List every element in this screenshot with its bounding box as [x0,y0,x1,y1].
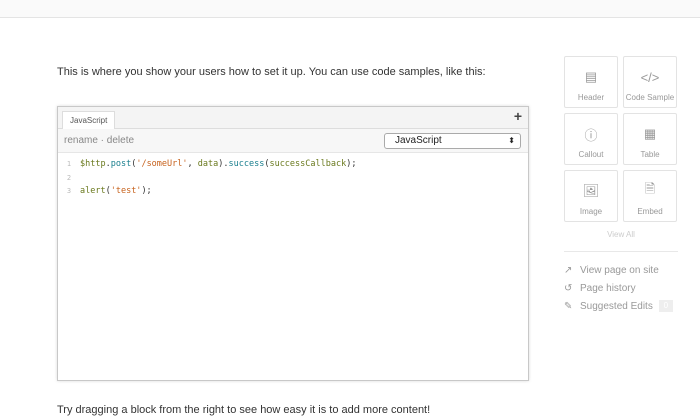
code-token: '/someUrl' [136,159,188,169]
select-arrows-icon: ⬍ [508,136,515,145]
link-label: Suggested Edits [580,300,653,312]
delete-link[interactable]: delete [106,135,135,146]
line-number: 3 [66,187,72,195]
code-token: ). [218,159,229,169]
code-token: ( [264,159,270,169]
tile-label: Image [579,207,603,216]
block-tile-embed[interactable]: 🗎 Embed [623,170,677,222]
line-number: 2 [66,173,72,182]
code-token: ); [141,186,152,196]
tile-label: Table [640,150,660,159]
code-token: $http [80,159,106,169]
block-tile-table[interactable]: ▦ Table [623,113,677,165]
tile-label: Header [577,93,605,102]
link-suggested-edits[interactable]: ✎ Suggested Edits 0 [564,297,678,315]
link-view-page-on-site[interactable]: ↗ View page on site [564,261,678,279]
tile-label: Code Sample [625,93,675,102]
language-select-value: JavaScript [395,135,442,146]
code-token: success [228,159,265,169]
add-tab-icon[interactable]: + [513,108,522,124]
code-line: 1$http.post('/someUrl', data).success(su… [58,158,528,172]
tab-javascript[interactable]: JavaScript [62,111,116,129]
block-tile-image[interactable]: 🖼 Image [564,170,618,222]
code-token: successCallback [269,159,347,169]
code-text: alert('test'); [80,185,152,199]
link-label: View page on site [580,264,659,276]
tile-label: Embed [637,207,663,216]
count-badge: 0 [658,300,673,312]
divider [564,251,678,252]
code-line: 3 alert('test'); [58,185,528,199]
code-token: alert [80,186,106,196]
separator: · [97,135,107,146]
tile-label: Callout [578,150,604,159]
view-all-link[interactable]: View All [607,230,635,239]
code-token: post [110,159,132,169]
table-icon: ▦ [643,126,657,141]
block-tile-code-sample[interactable]: </> Code Sample [623,56,677,108]
embed-icon: 🗎 [644,181,656,196]
callout-icon: ⓘ [584,127,598,143]
tab-options: rename · delete JavaScript ⬍ [58,129,528,153]
edit-icon: ✎ [564,300,573,312]
code-token: , [187,159,198,169]
code-line: 2 [58,172,528,186]
code-token: ( [105,186,111,196]
rename-link[interactable]: rename [64,135,98,146]
code-token: ); [346,159,357,169]
top-bar [0,0,700,18]
code-text: $http.post('/someUrl', data).success(suc… [80,158,356,172]
header-icon: ▤ [584,69,598,84]
intro-text: This is where you show your users how to… [57,66,486,78]
tab-bar: JavaScript + [58,107,528,129]
code-token: ( [131,159,137,169]
external-link-icon: ↗ [564,264,573,276]
outro-text: Try dragging a block from the right to s… [57,404,431,416]
code-icon: </> [640,69,660,85]
code-token: data [197,159,219,169]
language-select[interactable]: JavaScript ⬍ [384,133,521,149]
image-icon: 🖼 [582,183,600,198]
code-token: . [105,159,111,169]
code-token: 'test' [110,186,142,196]
block-tile-header[interactable]: ▤ Header [564,56,618,108]
line-number: 1 [66,160,72,168]
link-label: Page history [580,282,636,294]
history-icon: ↺ [564,282,573,294]
link-page-history[interactable]: ↺ Page history [564,279,678,297]
code-block-editor: JavaScript + rename · delete JavaScript ⬍… [57,106,529,381]
code-area[interactable]: 1$http.post('/someUrl', data).success(su… [58,153,528,199]
